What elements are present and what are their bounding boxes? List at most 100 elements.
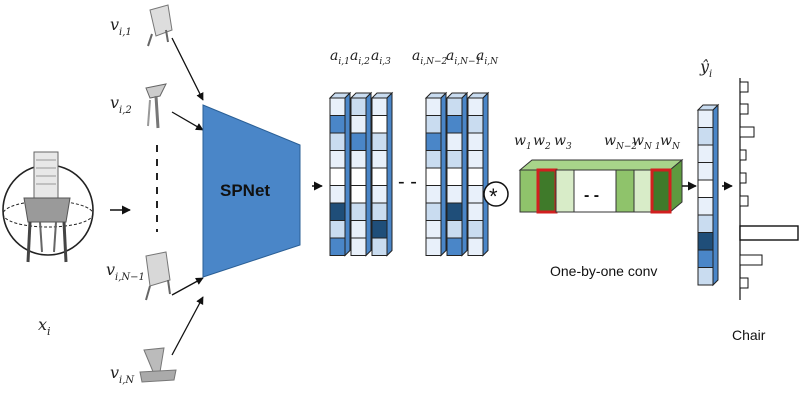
- feature-column-a3-cell: [371, 237, 388, 256]
- feature-columns: [328, 91, 490, 257]
- feature-column-a3-cell: [371, 202, 388, 221]
- feature-column-a2: [349, 91, 373, 257]
- output-column: [696, 103, 720, 287]
- view-label-1: vi,1: [110, 15, 132, 38]
- histogram-bar-9: [739, 277, 749, 289]
- histogram-bar-6: [739, 195, 749, 207]
- view-label-2: vi,2: [110, 93, 132, 116]
- input-label: xi: [38, 315, 51, 338]
- kernel-ellipsis: - -: [584, 187, 599, 204]
- output-vector-cell: [697, 214, 714, 233]
- feature-column-a2-cell: [350, 185, 367, 204]
- histogram-bar-2: [739, 103, 749, 115]
- view-thumbnail-1: [147, 4, 173, 47]
- feature-column-aN1-cell: [446, 167, 463, 186]
- output-vector-cell: [697, 232, 714, 251]
- conv-label: One-by-one conv: [550, 263, 657, 279]
- histogram-bar-4: [739, 149, 747, 161]
- view-thumbnail-n-minus-1: [145, 251, 171, 301]
- output-vector-cell: [697, 197, 714, 216]
- feature-column-a3: [370, 91, 394, 257]
- feature-column-a3-cell: [371, 97, 388, 116]
- output-vector: [696, 103, 720, 287]
- feature-label-aN1: ai,N−1: [446, 48, 481, 67]
- feature-column-aN2-cell: [425, 132, 442, 151]
- histogram-bar-7: [739, 225, 799, 241]
- spnet-block: [202, 104, 301, 278]
- feature-column-aN1-cell: [446, 185, 463, 204]
- view-label-n-minus-1: vi,N−1: [106, 260, 145, 283]
- weight-label-w3: w3: [554, 133, 572, 152]
- feature-label-a2: ai,2: [350, 48, 370, 67]
- feature-column-aN-cell: [467, 97, 484, 116]
- feature-column-a1-cell: [329, 220, 346, 239]
- feature-column-aN-cell: [467, 115, 484, 134]
- output-vector-cell: [697, 144, 714, 163]
- feature-column-a1-cell: [329, 150, 346, 169]
- feature-column-aN1-cell: [446, 220, 463, 239]
- histogram-bar-5: [739, 172, 747, 184]
- feature-column-a1-cell: [329, 115, 346, 134]
- feature-column-aN1-cell: [446, 202, 463, 221]
- feature-column-aN1-cell: [446, 115, 463, 134]
- feature-column-aN2-cell: [425, 220, 442, 239]
- histogram-bar-1: [739, 81, 749, 93]
- chair-model-icon: [23, 151, 71, 263]
- feature-column-a1-cell: [329, 167, 346, 186]
- kernel-cell-w2: [536, 168, 558, 214]
- view-thumbnail-n: [139, 347, 177, 383]
- spnet-label: SPNet: [220, 181, 270, 200]
- feature-column-aN2-cell: [425, 202, 442, 221]
- feature-column-aN-cell: [467, 150, 484, 169]
- kernel-cell-w3: [555, 169, 575, 213]
- feature-column-aN1-cell: [446, 132, 463, 151]
- feature-column-a2-cell: [350, 132, 367, 151]
- feature-label-a1: ai,1: [330, 48, 350, 67]
- class-label: Chair: [732, 327, 766, 343]
- feature-column-a3-cell: [371, 185, 388, 204]
- histogram-bar-8: [739, 254, 763, 266]
- output-vector-cell: [697, 249, 714, 268]
- feature-column-a1-cell: [329, 185, 346, 204]
- arrow-view-n: [171, 296, 204, 356]
- feature-column-a1-cell: [329, 97, 346, 116]
- weight-label-w1: w1: [514, 133, 532, 152]
- feature-column-a2-cell: [350, 167, 367, 186]
- arrow-view-2: [171, 111, 204, 131]
- svg-text:*: *: [489, 184, 498, 209]
- feature-label-aN: ai,N: [476, 48, 499, 67]
- feature-label-aN2: ai,N−2: [412, 48, 448, 67]
- kernel-cell-w1: [519, 169, 539, 213]
- feature-column-a3-cell: [371, 115, 388, 134]
- feature-column-a3-cell: [371, 132, 388, 151]
- feature-column-a2-cell: [350, 202, 367, 221]
- feature-column-a2-cell: [350, 220, 367, 239]
- feature-column-aN2-cell: [425, 97, 442, 116]
- feature-column-a1-cell: [329, 202, 346, 221]
- output-label: ŷi: [699, 57, 712, 80]
- histogram-bar-3: [739, 126, 755, 138]
- feature-column-aN2-cell: [425, 115, 442, 134]
- feature-column-aN2-cell: [425, 237, 442, 256]
- kernel-cell-wN1: [633, 169, 653, 213]
- feature-column-aN2: [424, 91, 448, 257]
- view-thumbnail-2: [145, 83, 167, 129]
- feature-column-aN-cell: [467, 132, 484, 151]
- feature-column-aN: [466, 91, 490, 257]
- feature-column-aN-cell: [467, 202, 484, 221]
- feature-column-aN1-cell: [446, 150, 463, 169]
- feature-column-a3-cell: [371, 150, 388, 169]
- convolution-operator: *: [483, 181, 509, 209]
- feature-column-aN1-cell: [446, 97, 463, 116]
- kernel-cell-wN2: [615, 169, 635, 213]
- feature-column-a1: [328, 91, 352, 257]
- view-label-n: vi,N: [110, 363, 135, 386]
- output-vector-cell: [697, 179, 714, 198]
- feature-column-aN1-cell: [446, 237, 463, 256]
- class-histogram: [739, 78, 799, 300]
- feature-column-a2-cell: [350, 97, 367, 116]
- weight-label-wN2: wN−2: [604, 133, 637, 152]
- input-sphere: [2, 151, 94, 263]
- feature-column-aN-cell: [467, 220, 484, 239]
